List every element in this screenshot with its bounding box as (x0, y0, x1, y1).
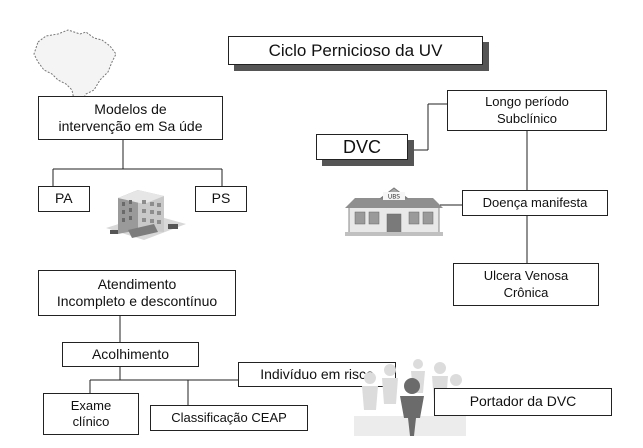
hospital-building-icon (106, 190, 186, 240)
node-dvc: DVC (316, 134, 408, 160)
brazil-map-icon (33, 29, 117, 105)
node-portador-dvc: Portador da DVC (434, 388, 612, 416)
node-classificacao-ceap: Classificação CEAP (150, 405, 308, 431)
node-ps: PS (195, 186, 247, 212)
node-modelos-intervencao: Modelos de intervenção em Sa úde (38, 96, 223, 140)
node-exame-clinico: Exame clínico (43, 393, 139, 435)
ubs-building-icon: UBS (345, 187, 443, 236)
ubs-sign: UBS (388, 194, 400, 201)
node-ulcera-venosa-cronica: Ulcera Venosa Crônica (453, 263, 599, 306)
people-crowd-icon (354, 359, 466, 436)
node-acolhimento: Acolhimento (62, 342, 199, 367)
node-atendimento: Atendimento Incompleto e descontínuo (38, 270, 236, 316)
node-pa: PA (38, 186, 90, 212)
node-longo-periodo-subclinico: Longo período Subclínico (447, 90, 607, 131)
node-doenca-manifesta: Doença manifesta (462, 190, 608, 216)
diagram-title: Ciclo Pernicioso da UV (228, 36, 483, 65)
